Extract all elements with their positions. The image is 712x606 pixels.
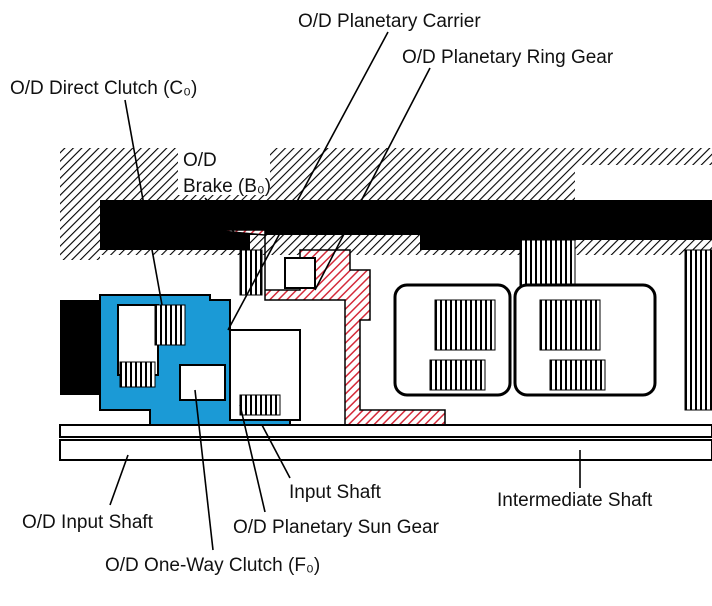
label-od-one-way-clutch: O/D One-Way Clutch (F₀) (105, 555, 320, 576)
shaft (59, 424, 712, 438)
label-od-input-shaft: O/D Input Shaft (22, 512, 154, 533)
od-planetary-highlight (209, 229, 446, 431)
leader-lines (109, 31, 581, 551)
label-od-planetary-sun-gear: O/D Planetary Sun Gear (233, 517, 440, 538)
label-od-brake-line2: Brake (B₀) (183, 176, 271, 197)
label-input-shaft: Input Shaft (289, 482, 382, 503)
label-od-brake-line1: O/D (183, 150, 217, 171)
label-box-blank (575, 165, 712, 205)
label-intermediate-shaft: Intermediate Shaft (497, 490, 653, 511)
case-inner-black (100, 200, 712, 250)
label-od-planetary-carrier: O/D Planetary Carrier (298, 11, 481, 32)
label-od-planetary-ring-gear: O/D Planetary Ring Gear (402, 47, 614, 68)
label-od-direct-clutch: O/D Direct Clutch (C₀) (10, 78, 197, 99)
